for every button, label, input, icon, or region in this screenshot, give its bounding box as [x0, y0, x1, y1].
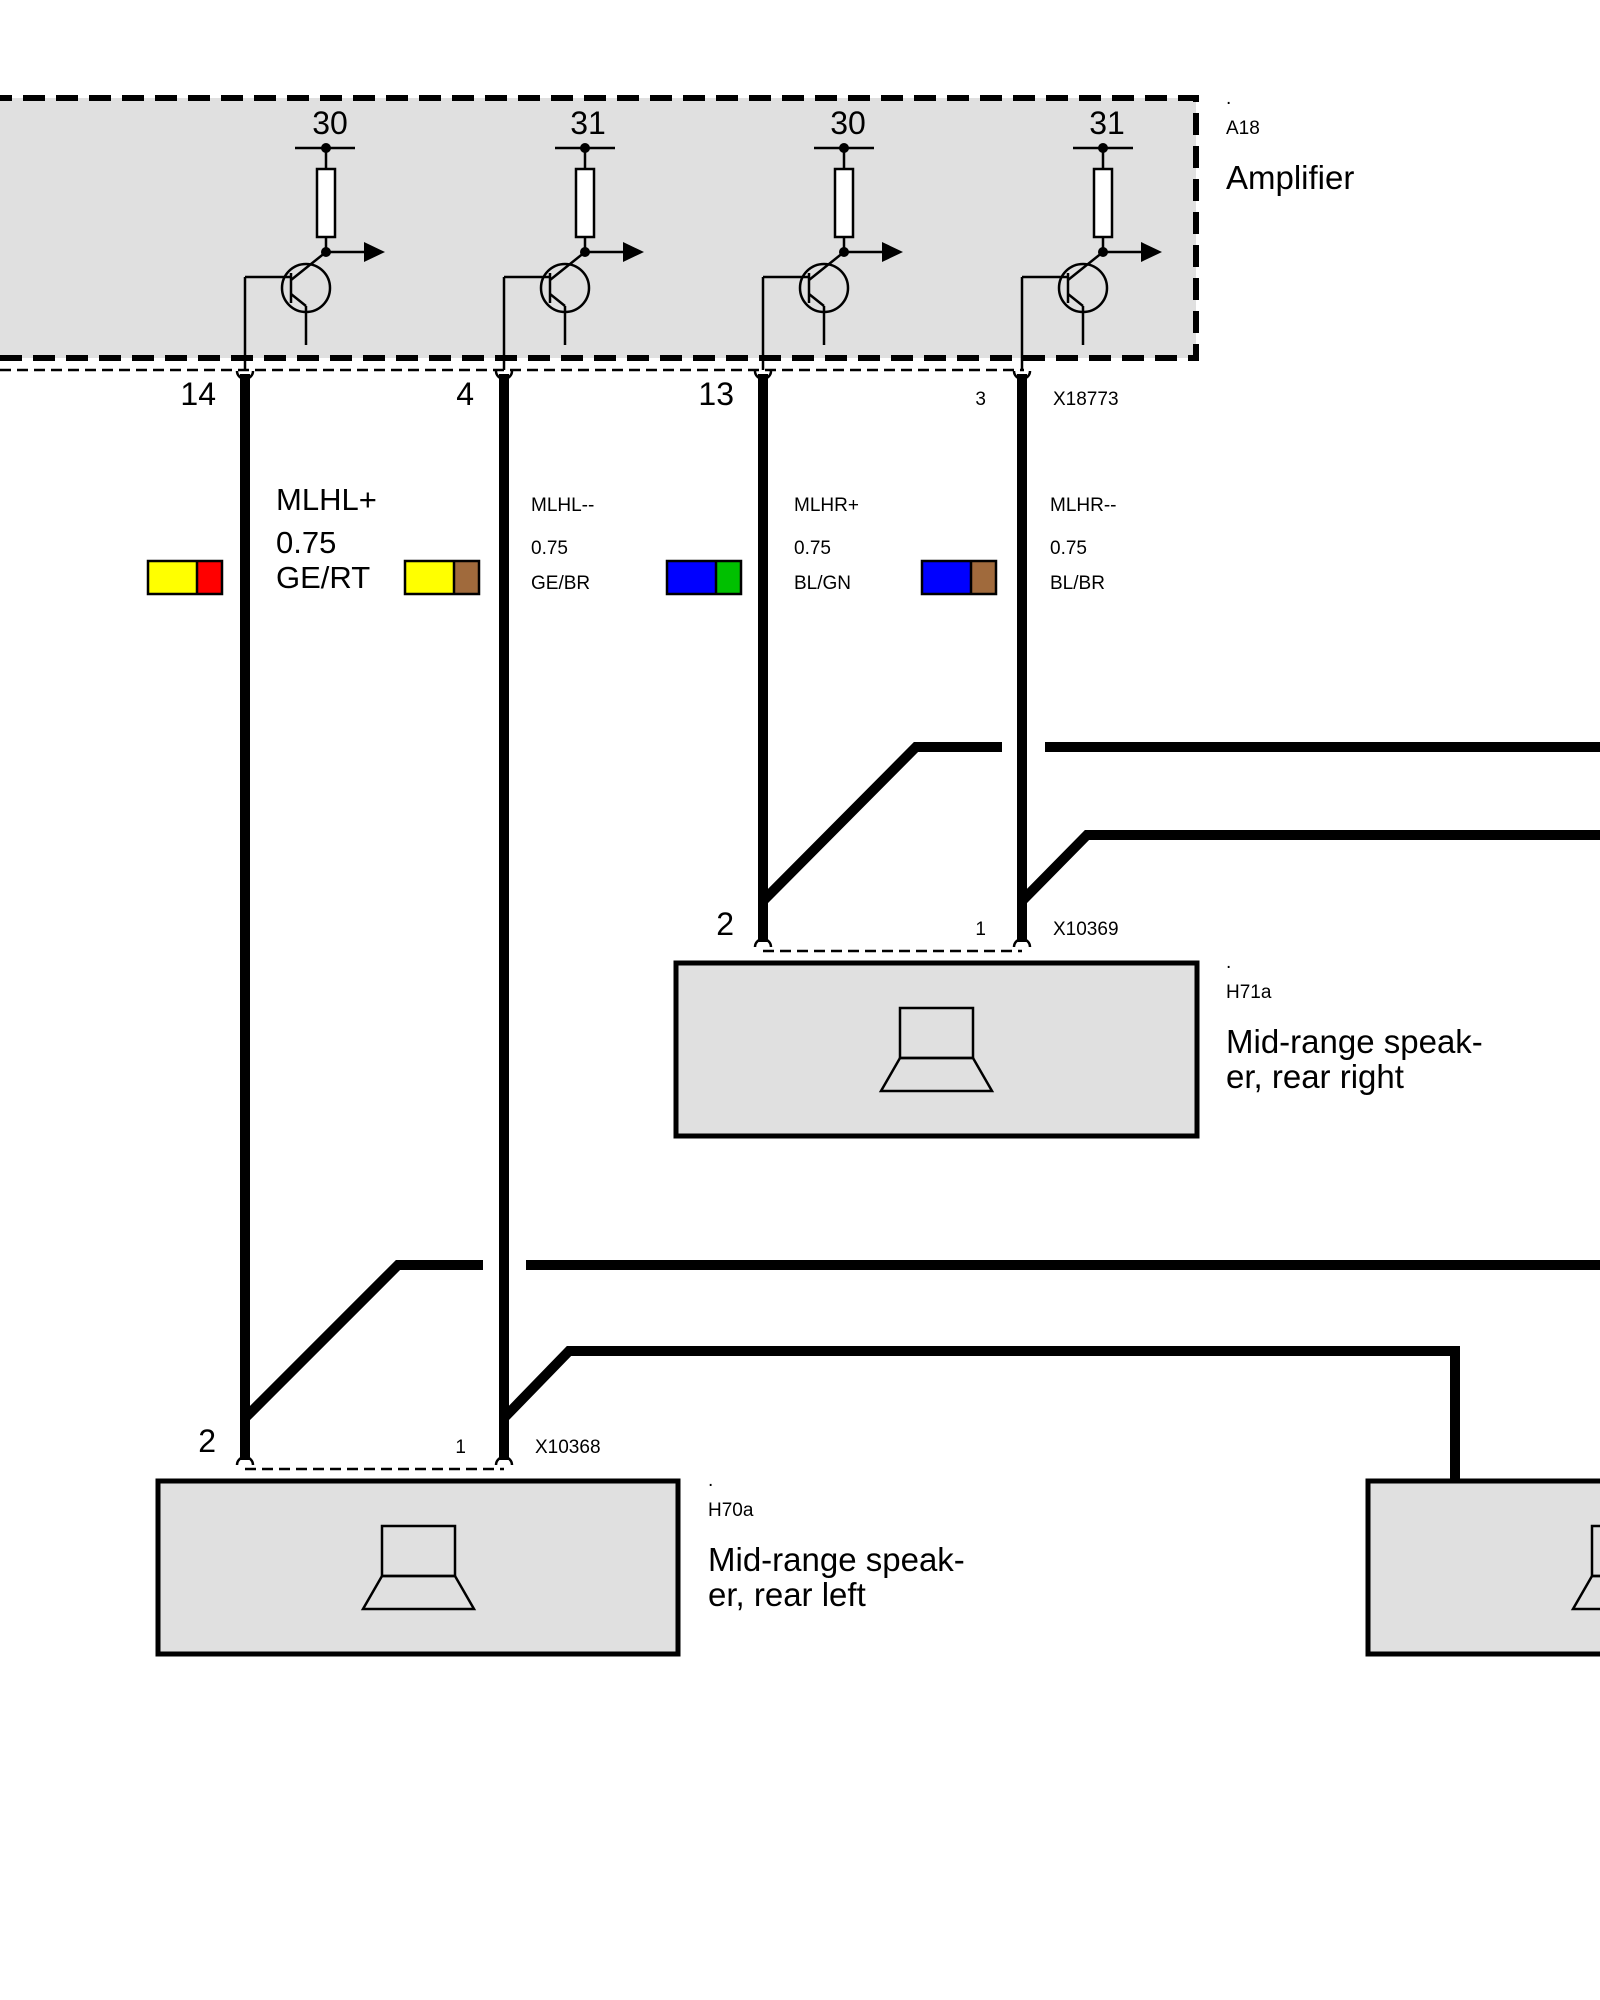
wire-label-mlhr-plus: MLHR+ 0.75 BL/GN [665, 495, 859, 596]
resistor-icon [1092, 167, 1114, 239]
speaker-name-line1: Mid-range speak- [1226, 1023, 1483, 1060]
speaker-icon [1570, 1524, 1600, 1611]
wire-color-code: GE/BR [531, 573, 590, 594]
pin-socket-icon [753, 937, 773, 948]
swatch-stripe-color [971, 561, 996, 594]
pin-number: 2 [198, 1423, 216, 1459]
npn-transistor-icon [502, 251, 591, 370]
wire-label-mlhl-minus: MLHL-- 0.75 GE/BR [403, 495, 594, 596]
amplifier-output-stage-1: 30 [243, 105, 385, 370]
output-arrow-icon [882, 242, 903, 262]
pin-number: 2 [716, 906, 734, 942]
speaker-name-line2: er, rear right [1226, 1058, 1404, 1095]
swatch-primary-color [667, 561, 716, 594]
speaker-icon [360, 1524, 477, 1611]
swatch-stripe-color [454, 561, 479, 594]
wire-harness [240, 374, 1600, 1489]
wire-branch-mlhr-plus [759, 742, 1002, 905]
speaker-id-marker: . [1226, 952, 1231, 973]
amplifier-ref: A18 [1226, 118, 1260, 139]
wire-signal: MLHL-- [531, 495, 594, 516]
wire-branch-mlhl-plus [241, 1260, 483, 1422]
wire-signal: MLHR+ [794, 495, 859, 516]
pin-number: 3 [975, 389, 986, 410]
amplifier-id-marker: . [1226, 88, 1231, 109]
output-arrow-icon [1141, 242, 1162, 262]
resistor-icon [315, 167, 337, 239]
speaker-partial-right [1365, 1478, 1600, 1657]
pin-socket-icon [494, 1455, 514, 1466]
npn-transistor-icon [761, 251, 850, 370]
swatch-primary-color [405, 561, 454, 594]
speaker-housing [155, 1478, 681, 1657]
speaker-ref: H70a [708, 1500, 754, 1521]
amplifier-output-stage-2: 31 [502, 105, 644, 370]
wire-signal: MLHR-- [1050, 495, 1117, 516]
wire-label-mlhr-minus: MLHR-- 0.75 BL/BR [920, 495, 1117, 596]
amplifier-housing [0, 95, 1199, 361]
wire-gauge: 0.75 [1050, 538, 1087, 559]
wire-color-code: GE/RT [276, 560, 370, 595]
speaker-rear-left: 2 1 X10368 . H70a Mid-range speak- er, r… [155, 1423, 965, 1657]
wire-branch-mlhr-minus [1018, 830, 1600, 905]
resistor-icon [574, 167, 596, 239]
wire-color-swatch [920, 559, 998, 596]
pin-number: 1 [455, 1437, 466, 1458]
swatch-stripe-color [197, 561, 222, 594]
swatch-primary-color [148, 561, 197, 594]
output-arrow-icon [623, 242, 644, 262]
wire-color-code: BL/GN [794, 573, 851, 594]
wire-gauge: 0.75 [531, 538, 568, 559]
wire-gauge: 0.75 [794, 538, 831, 559]
connector-id: X10368 [535, 1437, 601, 1458]
speaker-icon [878, 1006, 995, 1093]
amplifier-name: Amplifier [1226, 159, 1354, 196]
pin-socket-icon [1012, 937, 1032, 948]
connector-x18773: 14 4 13 3 X18773 [180, 370, 1119, 412]
pin-number: 4 [456, 376, 474, 412]
speaker-rear-right: 2 1 X10369 . H71a Mid-range speak- er, r… [673, 906, 1483, 1139]
amplifier-terminal-label: 30 [312, 105, 348, 141]
npn-transistor-icon [243, 251, 332, 370]
amplifier-terminal-label: 30 [830, 105, 866, 141]
speaker-name-line2: er, rear left [708, 1576, 866, 1613]
wire-color-code: BL/BR [1050, 573, 1105, 594]
speaker-name-line1: Mid-range speak- [708, 1541, 965, 1578]
wire-label-mlhl-plus: MLHL+ 0.75 GE/RT [146, 482, 377, 596]
speaker-id-marker: . [708, 1470, 713, 1491]
speaker-housing [1365, 1478, 1600, 1657]
wire-signal: MLHL+ [276, 482, 377, 517]
wire-color-swatch [665, 559, 743, 596]
swatch-stripe-color [716, 561, 741, 594]
wire-gauge: 0.75 [276, 525, 336, 560]
amplifier-module: 30 31 [0, 88, 1354, 372]
wire-branch-mlhl-minus [500, 1346, 1460, 1485]
output-arrow-icon [364, 242, 385, 262]
amplifier-output-stage-4: 31 [1020, 105, 1162, 370]
pin-socket-icon [235, 1455, 255, 1466]
connector-id: X10369 [1053, 919, 1119, 940]
amplifier-terminal-label: 31 [570, 105, 606, 141]
swatch-primary-color [922, 561, 971, 594]
amplifier-output-stage-3: 30 [761, 105, 903, 370]
npn-transistor-icon [1020, 251, 1109, 370]
pin-number: 13 [698, 376, 734, 412]
speaker-housing [673, 960, 1200, 1139]
pin-number: 14 [180, 376, 216, 412]
resistor-icon [833, 167, 855, 239]
connector-id: X18773 [1053, 389, 1119, 410]
wire-color-swatch [146, 559, 224, 596]
wire-color-swatch [403, 559, 481, 596]
amplifier-terminal-label: 31 [1089, 105, 1125, 141]
speaker-ref: H71a [1226, 982, 1272, 1003]
pin-number: 1 [975, 919, 986, 940]
